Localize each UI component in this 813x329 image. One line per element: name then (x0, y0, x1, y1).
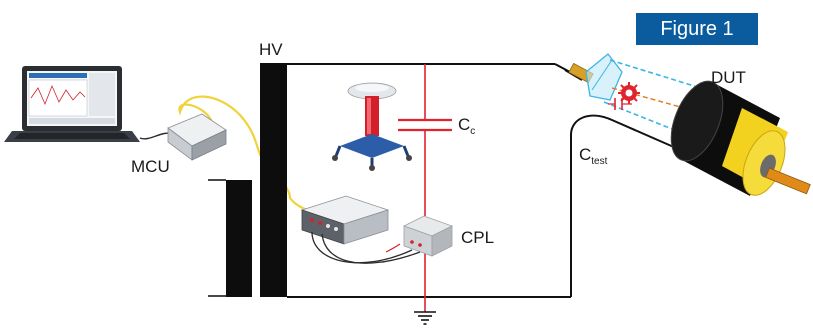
fiber-optic-link-top (178, 95, 263, 159)
instrument-connector-2 (318, 221, 322, 225)
cable-conductor-core (765, 167, 811, 195)
ground-symbol (414, 311, 436, 325)
instrument-connector-3 (326, 224, 330, 228)
hv-source-wheel-right (406, 155, 412, 161)
pd-source-center (625, 89, 633, 97)
hv-source-wheel-front (369, 165, 375, 171)
instrument-side (343, 209, 389, 245)
hv-source-toroid-highlight (355, 84, 389, 92)
coupler-connector-1 (410, 240, 414, 244)
laptop-screen-plot (28, 79, 88, 117)
dut-label: DUT (711, 68, 746, 87)
laptop-screen-panel (89, 73, 115, 116)
dut-insulation-outline (603, 59, 721, 149)
cpl-label: CPL (461, 228, 494, 247)
coupler-side (431, 225, 453, 257)
hv-source-wheel-left (332, 155, 338, 161)
laptop-screen-trace (30, 84, 86, 106)
instrument-connector-4 (334, 227, 338, 231)
hv-source-base (340, 134, 404, 158)
termination-insulator (585, 53, 623, 101)
measurement-cable-2 (321, 233, 421, 264)
coupler-connector-2 (418, 243, 422, 247)
laptop-screen-toolbar (29, 73, 87, 78)
hv-source-leg-right (402, 145, 410, 157)
pd-source-rays (618, 82, 640, 104)
cc-label-sub: c (470, 126, 475, 137)
termination-insulator-edge (591, 59, 613, 91)
ctest-label-main: C (579, 145, 591, 164)
ctest-label: Ctest (579, 145, 608, 167)
hv-label: HV (259, 40, 283, 59)
cc-label: Cc (458, 115, 475, 137)
cc-label-main: C (458, 115, 470, 134)
laptop-screen-status (29, 118, 115, 124)
transformer-secondary (260, 63, 287, 297)
measuring-instrument (300, 195, 390, 245)
measurement-cable-1 (311, 231, 413, 264)
transformer-primary (226, 180, 252, 297)
cable-sheath-end (670, 80, 724, 162)
mcu-front (191, 129, 227, 161)
mcu-unit (167, 113, 227, 161)
usb-cable (139, 132, 173, 140)
figure-badge: Figure 1 (636, 13, 758, 45)
coupler-device (402, 215, 454, 257)
cable-shield-line (570, 114, 677, 297)
hv-source-column-highlight (367, 98, 371, 134)
cable-dut (670, 80, 811, 196)
mcu-label: MCU (131, 157, 170, 176)
instrument-connector-1 (310, 218, 314, 222)
hv-source-leg-left (334, 145, 342, 157)
laptop (4, 66, 140, 142)
pd-source-icon (618, 82, 640, 104)
laptop-keyboard (14, 133, 130, 139)
hv-source (332, 82, 412, 171)
coupler-input-lead (385, 243, 401, 253)
ctest-label-sub: test (591, 156, 607, 167)
